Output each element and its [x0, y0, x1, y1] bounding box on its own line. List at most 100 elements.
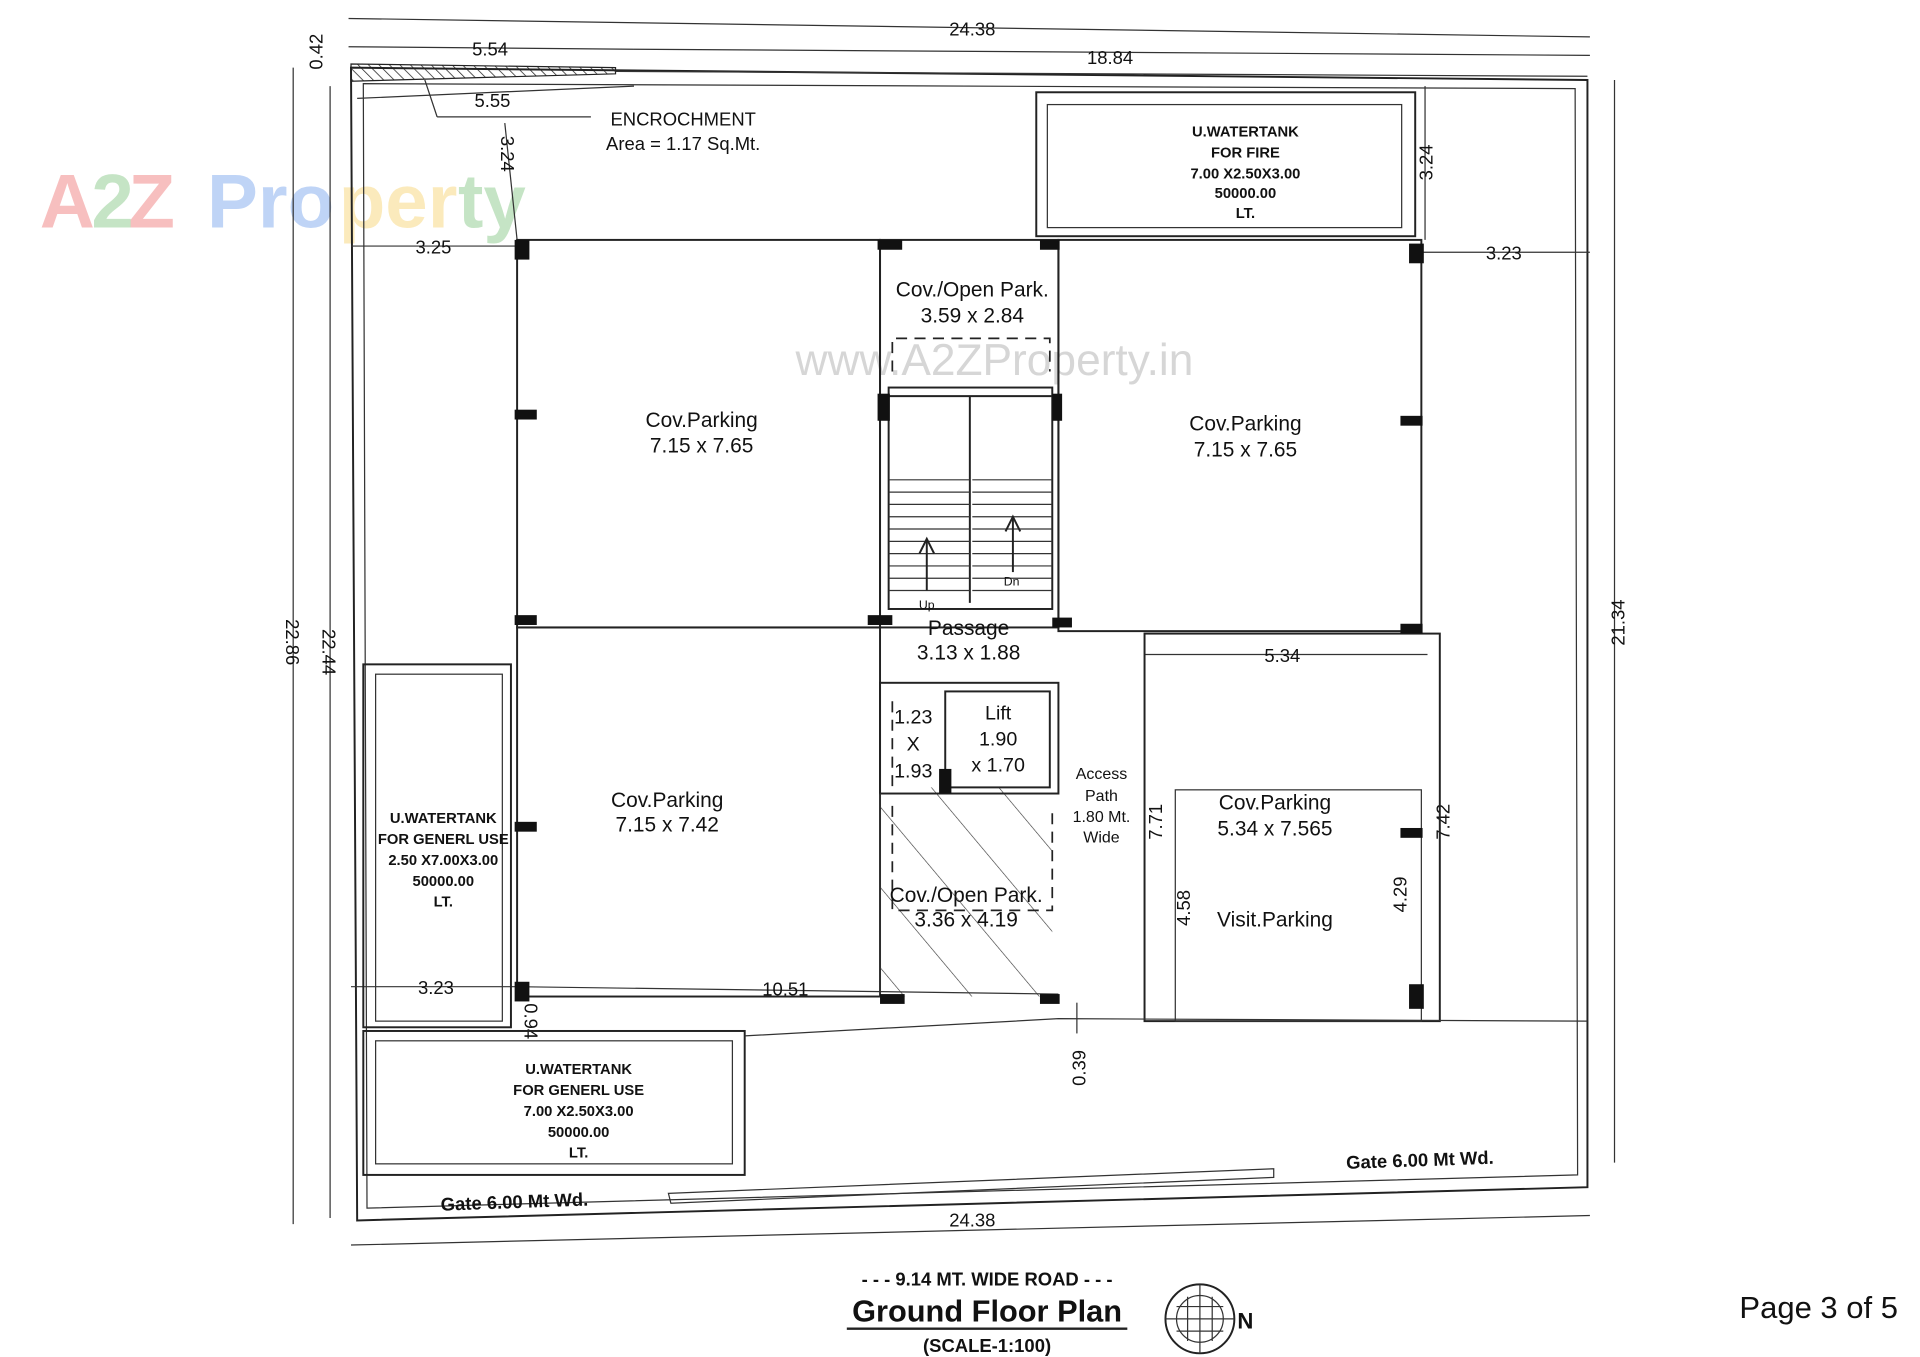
access-3: 1.80 Mt. — [1073, 809, 1131, 826]
columns — [514, 239, 1424, 1009]
access-2: Path — [1085, 788, 1118, 805]
tank-bottom-l3: 7.00 X2.50X3.00 — [524, 1104, 634, 1120]
column — [514, 239, 530, 260]
dim-right-block-width: 5.34 — [1264, 645, 1300, 666]
column — [1409, 243, 1424, 264]
access-4: Wide — [1083, 830, 1120, 847]
svg-text:FOR FIRE: FOR FIRE — [1211, 145, 1280, 161]
watermark-url: www.A2ZProperty.in — [795, 336, 1194, 385]
svg-text:U.WATERTANK: U.WATERTANK — [1192, 125, 1299, 141]
svg-text:7.00 X2.50X3.00: 7.00 X2.50X3.00 — [1190, 166, 1300, 182]
passage-label: Passage — [928, 617, 1009, 640]
column — [1039, 994, 1060, 1004]
park-tl-label: Cov.Parking — [645, 409, 757, 432]
dim-left-outer: 22.86 — [282, 619, 303, 665]
svg-text:2: 2 — [91, 160, 133, 245]
dim-visit-depth2: 4.29 — [1390, 876, 1411, 912]
stair-up-label: Up — [919, 598, 935, 612]
column — [514, 615, 537, 625]
park-bl-size: 7.15 x 7.42 — [615, 814, 718, 837]
svg-text:50000.00: 50000.00 — [1215, 186, 1277, 202]
column — [1400, 415, 1423, 426]
column — [514, 981, 530, 1002]
column — [877, 393, 890, 421]
dim-front-width: 10.51 — [762, 978, 808, 999]
park-tl-size: 7.15 x 7.65 — [650, 435, 753, 458]
tank-left-l4: 50000.00 — [413, 874, 475, 890]
svg-text:LT.: LT. — [1236, 206, 1255, 222]
tank-bottom-l1: U.WATERTANK — [525, 1062, 632, 1078]
lift-size-1: 1.90 — [979, 729, 1017, 751]
svg-text:Z: Z — [128, 160, 175, 245]
tank-bottom-l5: LT. — [569, 1146, 588, 1162]
tank-left-l3: 2.50 X7.00X3.00 — [388, 853, 498, 869]
column — [1409, 984, 1424, 1009]
open-top-label: Cov./Open Park. — [896, 278, 1049, 301]
fire-tank-label: U.WATERTANK FOR FIRE 7.00 X2.50X3.00 500… — [1190, 125, 1300, 222]
gate-left-label: Gate 6.00 Mt Wd. — [440, 1189, 588, 1215]
lift-shaft — [944, 690, 1051, 789]
open-bottom-label: Cov./Open Park. — [890, 884, 1043, 907]
dim-setback-top: 3.24 — [497, 136, 518, 172]
tank-bottom-l2: FOR GENERL USE — [513, 1083, 644, 1099]
dim-top-total: 24.38 — [949, 19, 995, 40]
dim-front-gap: 0.94 — [520, 1003, 541, 1039]
duct-size-x: X — [907, 733, 920, 755]
tank-left-l5: LT. — [434, 895, 453, 911]
column — [514, 409, 537, 420]
column — [1039, 239, 1060, 250]
column — [1400, 623, 1423, 634]
open-bottom-size: 3.36 x 4.19 — [914, 908, 1017, 931]
passage-size: 3.13 x 1.88 — [917, 641, 1020, 664]
tank-bottom-l4: 50000.00 — [548, 1125, 610, 1141]
tank-left-l2: FOR GENERL USE — [378, 832, 509, 848]
plan-scale: (SCALE-1:100) — [923, 1335, 1051, 1356]
dim-front-gap-right: 0.39 — [1068, 1050, 1089, 1086]
dim-visit-depth: 4.58 — [1173, 890, 1194, 926]
stair-core — [879, 238, 1060, 629]
dim-enc-depth: 0.42 — [306, 34, 327, 70]
park-tr-label: Cov.Parking — [1189, 413, 1301, 436]
north-compass-icon — [1164, 1283, 1236, 1355]
plan-title: Ground Floor Plan — [852, 1293, 1122, 1328]
encroachment-area: Area = 1.17 Sq.Mt. — [606, 133, 760, 154]
park-br-label: Cov.Parking — [1219, 792, 1331, 815]
dim-setback-left-bottom: 3.23 — [418, 977, 454, 998]
tank-left-l1: U.WATERTANK — [390, 811, 497, 827]
dim-setback-top-right: 3.24 — [1415, 144, 1436, 180]
dim-setback-left-top: 3.25 — [415, 236, 451, 257]
column — [877, 239, 903, 250]
tank-bottom — [362, 1029, 746, 1176]
svg-text:A: A — [40, 160, 95, 245]
gate-right-label: Gate 6.00 Mt Wd. — [1346, 1147, 1494, 1173]
duct-size-1: 1.23 — [894, 706, 932, 728]
park-bl-label: Cov.Parking — [611, 789, 723, 812]
parking-top-left — [516, 238, 882, 629]
column — [1400, 827, 1423, 838]
dim-bottom-total: 24.38 — [949, 1210, 995, 1231]
dim-right-block-depth2: 7.42 — [1433, 804, 1454, 840]
column — [867, 615, 893, 625]
park-br-size: 5.34 x 7.565 — [1217, 817, 1332, 840]
duct-size-2: 1.93 — [894, 761, 932, 783]
column — [880, 994, 905, 1004]
lift-label: Lift — [985, 703, 1012, 725]
dim-top-right: 18.84 — [1087, 47, 1133, 68]
watermark-logo: A 2 Z Pro per ty — [40, 160, 526, 245]
access-1: Access — [1076, 766, 1128, 783]
dim-setback-right: 3.23 — [1486, 243, 1522, 264]
lift-core — [879, 681, 1060, 795]
dim-top-left: 5.54 — [472, 38, 508, 59]
tank-left — [362, 663, 512, 1029]
page-indicator: Page 3 of 5 — [1739, 1290, 1898, 1325]
north-label: N — [1237, 1309, 1253, 1334]
gate-line — [667, 1168, 1275, 1204]
visit-parking-label: Visit.Parking — [1217, 908, 1333, 931]
column — [1052, 617, 1072, 628]
svg-text:ty: ty — [458, 160, 526, 245]
stair-dn-label: Dn — [1004, 575, 1020, 589]
column — [514, 821, 537, 832]
open-top-size: 3.59 x 2.84 — [921, 304, 1025, 327]
column — [1052, 393, 1063, 421]
